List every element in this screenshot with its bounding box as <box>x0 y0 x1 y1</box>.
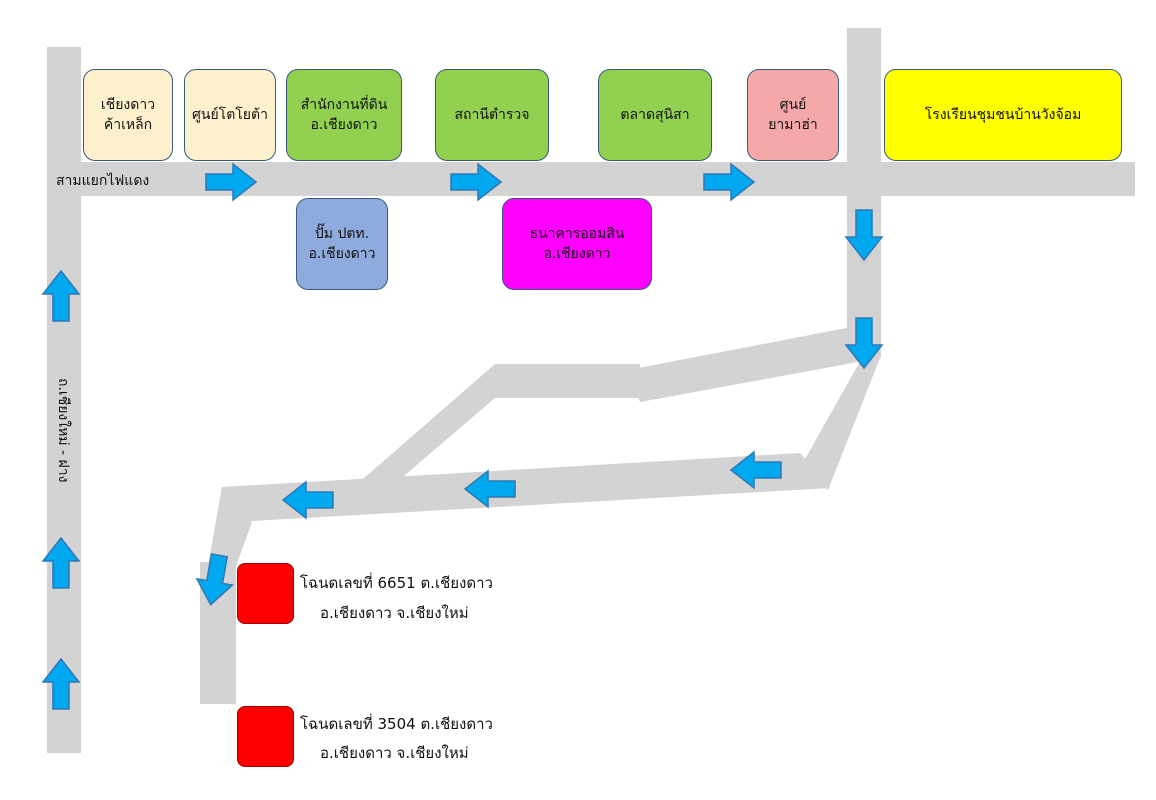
place-yamaha-center-label: ศูนย์ ยามาฮ่า <box>768 96 818 133</box>
arrow-left-3 <box>281 480 334 520</box>
arrow-right-1 <box>205 162 258 202</box>
place-school: โรงเรียนชุมชนบ้านวังจ้อม <box>884 69 1122 161</box>
parcel-6651-line1: โฉนดเลขที่ 6651 ต.เชียงดาว <box>300 574 493 592</box>
place-toyota-center: ศูนย์โตโยต้า <box>184 69 276 161</box>
arrow-up-1 <box>41 269 81 322</box>
label-intersection: สามแยกไฟแดง <box>56 173 150 189</box>
arrow-up-3 <box>41 657 81 710</box>
arrow-left-2 <box>463 469 516 509</box>
place-gsb-bank-label: ธนาคารออมสิน อ.เชียงดาว <box>529 225 625 262</box>
arrow-down-2 <box>844 317 884 370</box>
arrow-down-1 <box>844 209 884 262</box>
direction-arrows <box>41 162 884 710</box>
parcel-3504-line2: อ.เชียงดาว จ.เชียงใหม่ <box>320 744 469 762</box>
road-descent <box>208 487 252 566</box>
place-school-label: โรงเรียนชุมชนบ้านวังจ้อม <box>924 106 1082 123</box>
road-diagonal-east <box>628 325 880 402</box>
place-hardware-store: เชียงดาว ค้าเหล็ก <box>83 69 173 161</box>
parcel-marker-6651 <box>237 563 294 624</box>
place-yamaha-center: ศูนย์ ยามาฮ่า <box>747 69 839 161</box>
parcel-6651-line2: อ.เชียงดาว จ.เชียงใหม่ <box>320 604 469 622</box>
arrow-down-left <box>195 553 235 606</box>
road-school-street <box>847 28 881 358</box>
place-sunisa-market-label: ตลาดสุนิสา <box>620 106 690 123</box>
place-police-station-label: สถานีตำรวจ <box>454 106 530 123</box>
arrow-right-3 <box>703 162 756 202</box>
road-loop-east <box>800 358 880 490</box>
place-gsb-bank: ธนาคารออมสิน อ.เชียงดาว <box>502 198 652 290</box>
arrow-right-2 <box>450 162 503 202</box>
place-police-station: สถานีตำรวจ <box>435 69 549 161</box>
arrow-left-1 <box>729 450 782 490</box>
road-lower-street <box>222 453 830 522</box>
place-sunisa-market: ตลาดสุนิสา <box>598 69 712 161</box>
place-land-office: สำนักงานที่ดิน อ.เชียงดาว <box>286 69 402 161</box>
road-loop-diagonal <box>333 364 495 505</box>
place-ptt-station: ปั๊ม ปตท. อ.เชียงดาว <box>296 198 388 290</box>
parcel-3504-line1: โฉนดเลขที่ 3504 ต.เชียงดาว <box>300 715 493 733</box>
place-land-office-label: สำนักงานที่ดิน อ.เชียงดาว <box>300 96 388 133</box>
place-hardware-store-label: เชียงดาว ค้าเหล็ก <box>100 96 156 133</box>
arrow-up-2 <box>41 536 81 589</box>
road-loop-top <box>495 364 640 398</box>
roads <box>47 28 1135 753</box>
place-toyota-center-label: ศูนย์โตโยต้า <box>192 106 268 123</box>
parcel-marker-3504 <box>237 706 294 767</box>
label-highway: ถ.เชียงใหม่ - ฝาง <box>55 378 71 483</box>
place-ptt-station-label: ปั๊ม ปตท. อ.เชียงดาว <box>308 225 376 262</box>
